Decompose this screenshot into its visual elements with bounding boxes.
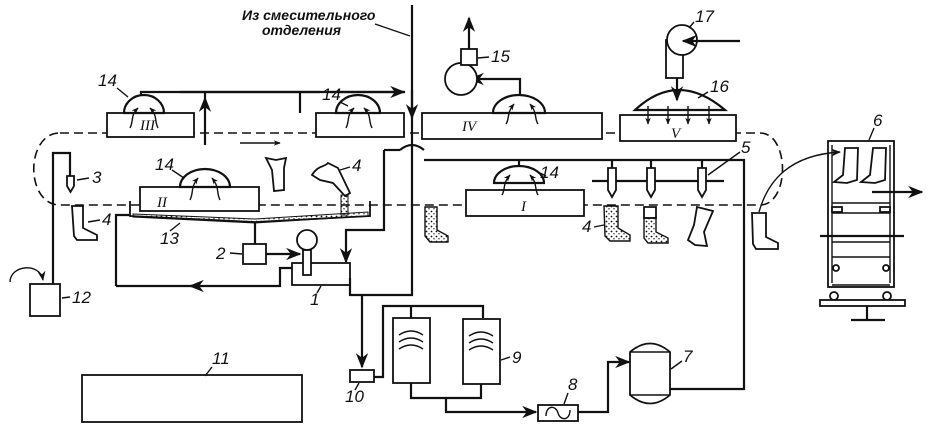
unit-11-box — [81, 374, 303, 423]
rack-6: 6 — [819, 111, 924, 322]
label-2: 2 — [215, 244, 226, 263]
label-3: 3 — [92, 168, 102, 187]
sprayer-nozzle-1 — [607, 160, 617, 199]
station-4-label: IV — [461, 119, 478, 135]
boot-icon — [71, 205, 98, 241]
station-2-label: II — [156, 195, 168, 211]
station-1: I 14 — [465, 160, 585, 217]
filter-9b — [462, 318, 501, 385]
sprayer-nozzle-2 — [646, 160, 656, 199]
unit-12: 12 — [9, 267, 91, 317]
boot-on-rack-icon — [831, 147, 859, 184]
caption-leader — [374, 23, 411, 37]
mold-3: 3 — [51, 151, 102, 292]
unit-11: 11 — [81, 349, 303, 423]
heater-8: 8 — [537, 355, 631, 422]
tank-1-box — [291, 262, 351, 286]
recycle-line: 10 — [345, 295, 485, 406]
return-to-sprayers — [620, 158, 746, 391]
gauge — [296, 229, 318, 251]
rack-base — [819, 299, 906, 307]
station-1-chamber — [465, 189, 585, 217]
boots-lower: 4 — [424, 205, 715, 247]
label-10: 10 — [345, 387, 364, 406]
station-3: III 14 — [98, 71, 195, 138]
station-3b: 14 — [315, 85, 405, 138]
unit-12-box — [29, 283, 61, 317]
half-coated-boot-icon — [643, 217, 669, 244]
fan-15-body — [444, 62, 478, 96]
label-13: 13 — [160, 229, 179, 248]
blower-17: 17 — [665, 7, 740, 102]
station-2-chamber — [139, 186, 260, 212]
hanger-line — [51, 151, 72, 292]
filter-9a — [392, 317, 431, 384]
hood-14-station-4 — [491, 93, 547, 115]
boot-form-dipping-icon — [310, 161, 352, 198]
station-5-chamber — [619, 114, 737, 142]
label-4: 4 — [582, 217, 591, 236]
label-4: 4 — [352, 156, 361, 175]
vessel-7: 7 — [424, 158, 746, 405]
caption-line-2: отделения — [262, 22, 341, 38]
boot-on-rack-icon — [858, 147, 887, 184]
label-16: 16 — [710, 77, 729, 96]
conveyor-loop — [32, 132, 784, 206]
label-6: 6 — [873, 111, 883, 130]
mold-3-icon — [66, 175, 75, 194]
wheel — [882, 291, 892, 301]
hood-14-station-2 — [178, 167, 232, 189]
label-8: 8 — [568, 375, 578, 394]
sprayers-5: 5 — [592, 138, 751, 199]
label-15: 15 — [491, 47, 510, 66]
coated-boot-icon — [603, 205, 631, 242]
boot-form-icon — [264, 156, 288, 192]
station-4-chamber — [421, 112, 603, 140]
label-14: 14 — [98, 71, 117, 90]
finished-boot-icon — [686, 205, 715, 247]
coated-boot-icon — [424, 206, 449, 243]
label-5: 5 — [741, 138, 751, 157]
station-4: IV — [421, 72, 603, 140]
transfer-arrow — [758, 148, 841, 213]
station-5-label: V — [671, 126, 682, 142]
hood-14-station-3 — [122, 93, 166, 115]
label-14: 14 — [322, 85, 341, 104]
label-14: 14 — [540, 163, 559, 182]
rack-6-frame — [827, 140, 895, 288]
label-9: 9 — [512, 348, 522, 367]
boot-to-rack — [751, 148, 841, 250]
boot-left: 4 — [71, 205, 111, 241]
label-4: 4 — [102, 210, 111, 229]
caption-line-1: Из смесительного — [242, 7, 376, 23]
wheel — [829, 291, 839, 301]
label-17: 17 — [695, 7, 714, 26]
label-14: 14 — [155, 155, 174, 174]
station-2: II 14 13 — [129, 155, 371, 248]
tank-1: 2 1 — [114, 143, 425, 309]
feed-to-tank — [339, 150, 386, 264]
boots-station-2: 4 — [264, 156, 361, 216]
station-3-label: III — [139, 118, 156, 134]
source-caption: Из смесительного отделения — [242, 7, 411, 38]
station-1-label: I — [520, 199, 527, 215]
pump-2 — [242, 243, 267, 265]
label-12: 12 — [72, 288, 91, 307]
latex-fill — [132, 211, 369, 224]
fan-15: 15 — [444, 16, 510, 96]
hood-14-station-1 — [492, 164, 546, 185]
unit-10 — [349, 369, 375, 383]
label-1: 1 — [310, 290, 319, 309]
label-11: 11 — [212, 349, 230, 368]
label-7: 7 — [683, 347, 693, 366]
rotation-arrow — [9, 267, 46, 283]
filters-9: 9 — [392, 317, 538, 419]
sprayer-nozzle-3 — [697, 160, 707, 199]
chamber-top-middle — [315, 112, 405, 138]
boot-icon — [751, 212, 779, 250]
